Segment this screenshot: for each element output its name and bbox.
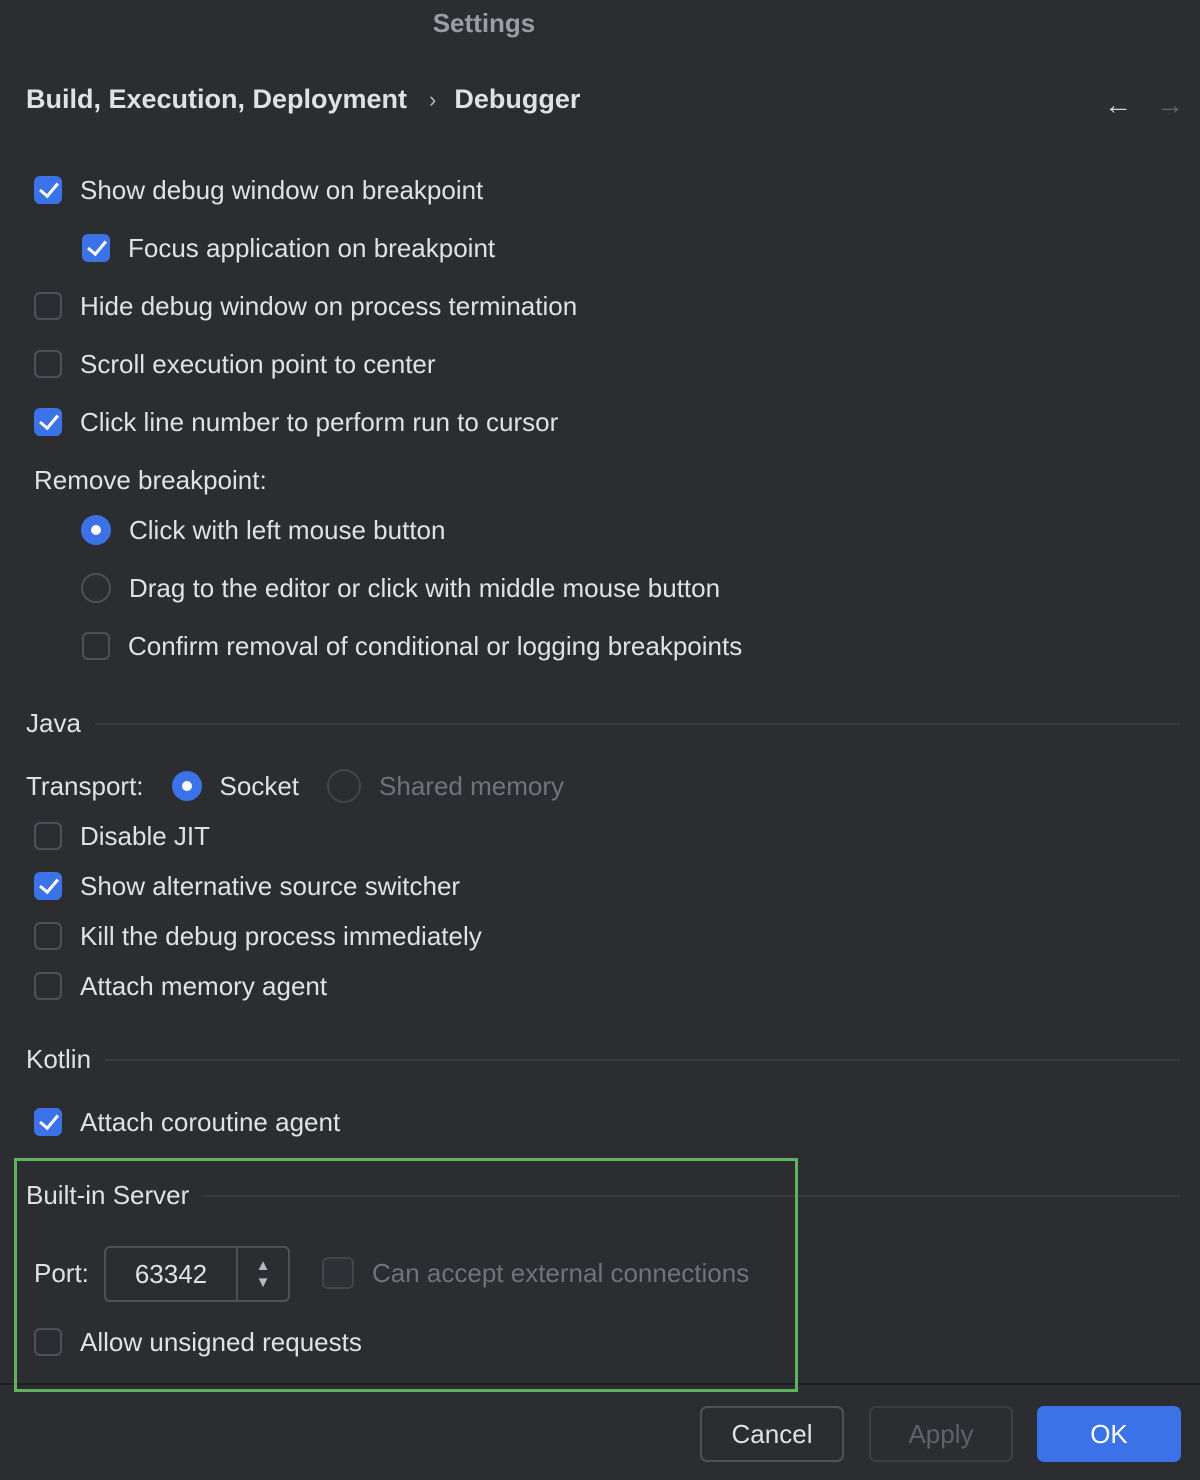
checkbox-label: Can accept external connections xyxy=(372,1257,750,1288)
checkbox-label: Allow unsigned requests xyxy=(80,1326,362,1357)
checkbox-label: Click line number to perform run to curs… xyxy=(80,406,559,437)
back-arrow-icon[interactable]: ← xyxy=(1104,89,1132,120)
checkbox-label: Attach memory agent xyxy=(80,970,328,1001)
checkbox-label: Attach coroutine agent xyxy=(80,1106,341,1137)
checkbox-checked-icon[interactable] xyxy=(34,408,62,436)
built-in-server-section-header: Built-in Server xyxy=(26,1180,1180,1211)
checkbox-icon[interactable] xyxy=(34,350,62,378)
checkbox-icon[interactable] xyxy=(34,972,62,1000)
checkbox-icon[interactable] xyxy=(82,632,110,660)
checkbox-icon[interactable] xyxy=(34,292,62,320)
port-input[interactable]: 63342 xyxy=(106,1248,238,1300)
radio-label: Shared memory xyxy=(379,770,564,801)
checkbox-checked-icon[interactable] xyxy=(34,176,62,204)
breadcrumb-current: Debugger xyxy=(454,84,581,114)
checkbox-label: Scroll execution point to center xyxy=(80,348,436,379)
ok-button[interactable]: OK xyxy=(1037,1406,1181,1462)
click-line-number-checkbox[interactable]: Click line number to perform run to curs… xyxy=(34,402,558,442)
socket-radio[interactable] xyxy=(171,771,202,801)
shared-memory-radio xyxy=(327,769,362,803)
external-connections-checkbox: Can accept external connections xyxy=(322,1253,749,1293)
highlight-box xyxy=(14,1158,798,1392)
checkbox-label: Disable JIT xyxy=(80,820,211,851)
divider xyxy=(94,722,1180,725)
radio-selected-icon[interactable] xyxy=(81,515,111,545)
radio-icon[interactable] xyxy=(81,573,111,603)
forward-arrow-icon[interactable]: → xyxy=(1156,89,1184,120)
spinner-arrows-icon[interactable]: ▲▼ xyxy=(255,1257,271,1291)
checkbox-checked-icon[interactable] xyxy=(34,872,62,900)
checkbox-label: Show debug window on breakpoint xyxy=(80,174,484,205)
breadcrumb-separator-icon: › xyxy=(429,86,437,112)
checkbox-label: Hide debug window on process termination xyxy=(80,290,578,321)
transport-label: Transport: xyxy=(26,770,144,801)
kotlin-section-header: Kotlin xyxy=(26,1044,1180,1075)
checkbox-icon[interactable] xyxy=(34,822,62,850)
hide-debug-window-checkbox[interactable]: Hide debug window on process termination xyxy=(34,286,577,326)
port-spinner[interactable]: 63342 ▲▼ xyxy=(104,1246,290,1302)
window-title: Settings xyxy=(432,8,536,38)
attach-coroutine-agent-checkbox[interactable]: Attach coroutine agent xyxy=(34,1102,340,1142)
divider xyxy=(203,1194,1180,1197)
checkbox-label: Confirm removal of conditional or loggin… xyxy=(128,630,743,661)
transport-group: Transport: Socket Shared memory xyxy=(26,766,564,806)
checkbox-checked-icon[interactable] xyxy=(34,1108,62,1136)
checkbox-label: Show alternative source switcher xyxy=(80,870,461,901)
port-label: Port: xyxy=(34,1257,89,1288)
radio-label: Click with left mouse button xyxy=(129,514,446,545)
show-debug-window-checkbox[interactable]: Show debug window on breakpoint xyxy=(34,170,483,210)
checkbox-icon[interactable] xyxy=(34,922,62,950)
checkbox-label: Kill the debug process immediately xyxy=(80,920,482,951)
kill-immediately-checkbox[interactable]: Kill the debug process immediately xyxy=(34,916,482,956)
checkbox-icon[interactable] xyxy=(34,1328,62,1356)
checkbox-label: Focus application on breakpoint xyxy=(128,232,496,263)
remove-breakpoint-label: Remove breakpoint: xyxy=(34,464,267,495)
radio-label: Socket xyxy=(219,770,300,801)
apply-button[interactable]: Apply xyxy=(869,1406,1013,1462)
confirm-removal-checkbox[interactable]: Confirm removal of conditional or loggin… xyxy=(82,626,742,666)
scroll-execution-checkbox[interactable]: Scroll execution point to center xyxy=(34,344,436,384)
breadcrumb-parent[interactable]: Build, Execution, Deployment xyxy=(26,84,408,114)
alt-source-switcher-checkbox[interactable]: Show alternative source switcher xyxy=(34,866,460,906)
divider xyxy=(105,1058,1180,1061)
breadcrumb: Build, Execution, Deployment › Debugger xyxy=(26,84,580,115)
attach-memory-agent-checkbox[interactable]: Attach memory agent xyxy=(34,966,327,1006)
checkbox-checked-icon[interactable] xyxy=(82,234,110,262)
remove-left-click-radio[interactable]: Click with left mouse button xyxy=(81,510,445,550)
allow-unsigned-checkbox[interactable]: Allow unsigned requests xyxy=(34,1322,362,1362)
section-title: Built-in Server xyxy=(26,1180,190,1210)
remove-drag-radio[interactable]: Drag to the editor or click with middle … xyxy=(81,568,720,608)
cancel-button[interactable]: Cancel xyxy=(700,1406,844,1462)
disable-jit-checkbox[interactable]: Disable JIT xyxy=(34,816,210,856)
section-title: Java xyxy=(26,708,81,738)
section-title: Kotlin xyxy=(26,1044,92,1074)
footer-divider xyxy=(0,1383,1200,1385)
checkbox-icon xyxy=(322,1257,354,1289)
radio-label: Drag to the editor or click with middle … xyxy=(129,572,721,603)
focus-application-checkbox[interactable]: Focus application on breakpoint xyxy=(82,228,495,268)
java-section-header: Java xyxy=(26,708,1180,739)
